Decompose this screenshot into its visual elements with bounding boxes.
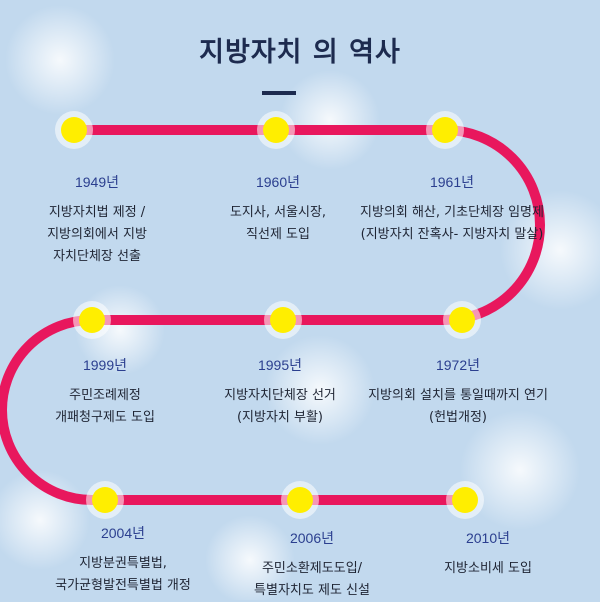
event-description-line: 특별자치도 제도 신설 [254, 583, 370, 598]
event-description: 지방자치단체장 선거 (지방자치 부활) [170, 385, 390, 429]
event-description-line: 직선제 도입 [246, 227, 310, 242]
event-description: 지방의회 설치를 통일때까지 연기 (헌법개정) [348, 385, 568, 429]
event-description: 지방소비세 도입 [378, 558, 598, 580]
milestone-dot [92, 487, 118, 513]
event-description-line: (지방자치 잔혹사- 지방자치 말살) [360, 227, 544, 242]
milestone-dot [449, 307, 475, 333]
milestone-dot [432, 117, 458, 143]
page-title: 지방자치 의 역사 [199, 37, 401, 68]
event-description-line: 도지사, 서울시장, [229, 205, 327, 220]
event-year: 2006년 [289, 530, 335, 546]
event-year: 1972년 [435, 357, 481, 373]
event-description-line: 지방소비세 도입 [444, 561, 532, 576]
event-description-line: (지방자치 부활) [236, 410, 324, 425]
event-description: 주민소환제도도입/특별자치도 제도 신설 [202, 558, 422, 602]
milestone-dot [263, 117, 289, 143]
milestone-dot [270, 307, 296, 333]
event-year: 1961년 [429, 174, 475, 190]
event-description-line: 지방분권특별법, [79, 556, 167, 571]
event-year: 1949년 [74, 174, 120, 190]
event-year: 2004년 [100, 525, 146, 541]
event-description-line: 주민조례제정 [69, 388, 141, 403]
milestone-dot [287, 487, 313, 513]
title-underline [262, 91, 296, 95]
event-description-line: 국가균형발전특별법 개정 [55, 578, 191, 593]
event-description-line: 지방의회 해산, 기초단체장 임명제 [360, 205, 544, 220]
event-description-line: 자치단체장 선출 [53, 249, 141, 264]
event-description-line: 지방의회 설치를 통일때까지 연기 [368, 388, 548, 403]
event-description: 지방의회 해산, 기초단체장 임명제 (지방자치 잔혹사- 지방자치 말살) [342, 202, 562, 246]
event-year: 1995년 [257, 357, 303, 373]
milestone-dot [61, 117, 87, 143]
event-description-line: 개패청구제도 도입 [55, 410, 155, 425]
event-description-line: 지방의회에서 지방 [47, 227, 147, 242]
milestone-dot [79, 307, 105, 333]
event-description-line: 지방자치법 제정 / [48, 205, 146, 220]
event-description-line: 주민소환제도도입/ [261, 561, 363, 576]
event-description-line: 지방자치단체장 선거 [224, 388, 336, 403]
event-year: 1960년 [255, 174, 301, 190]
milestone-dot [452, 487, 478, 513]
event-description: 지방분권특별법, 국가균형발전특별법 개정 [13, 553, 233, 597]
event-description-line: (헌법개정) [429, 410, 487, 425]
event-year: 1999년 [82, 357, 128, 373]
event-year: 2010년 [465, 530, 511, 546]
event-description: 도지사, 서울시장, 직선제 도입 [168, 202, 388, 246]
